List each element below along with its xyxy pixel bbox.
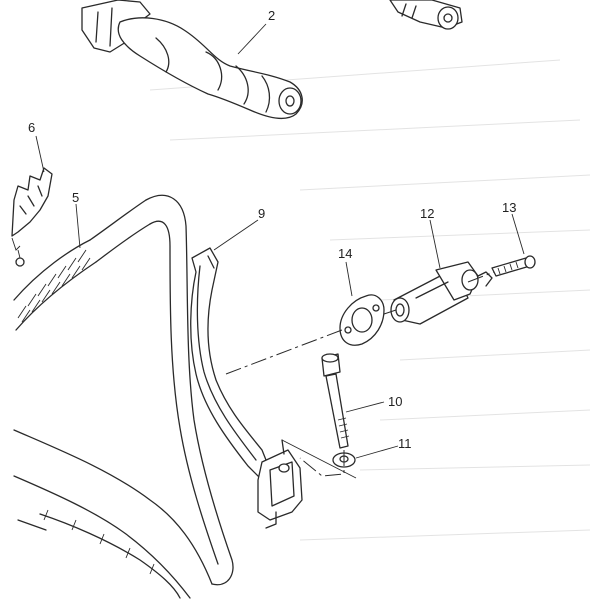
callout-14: 14 — [338, 246, 352, 261]
tensioner-part — [390, 261, 493, 325]
callout-labels: 2 5 6 9 10 11 12 13 14 — [28, 8, 516, 451]
callout-2: 2 — [268, 8, 275, 23]
chain-guide-part — [190, 247, 303, 529]
callout-9: 9 — [258, 206, 265, 221]
callout-12: 12 — [420, 206, 434, 221]
callout-6: 6 — [28, 120, 35, 135]
callout-10: 10 — [388, 394, 402, 409]
background-texture — [149, 59, 591, 541]
cam-chain-part — [13, 194, 234, 599]
bolt-13-part — [491, 255, 536, 277]
callout-13: 13 — [502, 200, 516, 215]
camshaft-part — [81, 0, 303, 120]
assembly-lines — [225, 271, 495, 479]
gasket-part — [339, 294, 385, 346]
callout-11: 11 — [398, 436, 412, 451]
top-right-pin-part — [389, 0, 463, 30]
leader-lines — [35, 23, 525, 459]
callout-5: 5 — [72, 190, 79, 205]
sprocket-part — [11, 167, 53, 267]
bolt-10-part — [321, 353, 350, 449]
